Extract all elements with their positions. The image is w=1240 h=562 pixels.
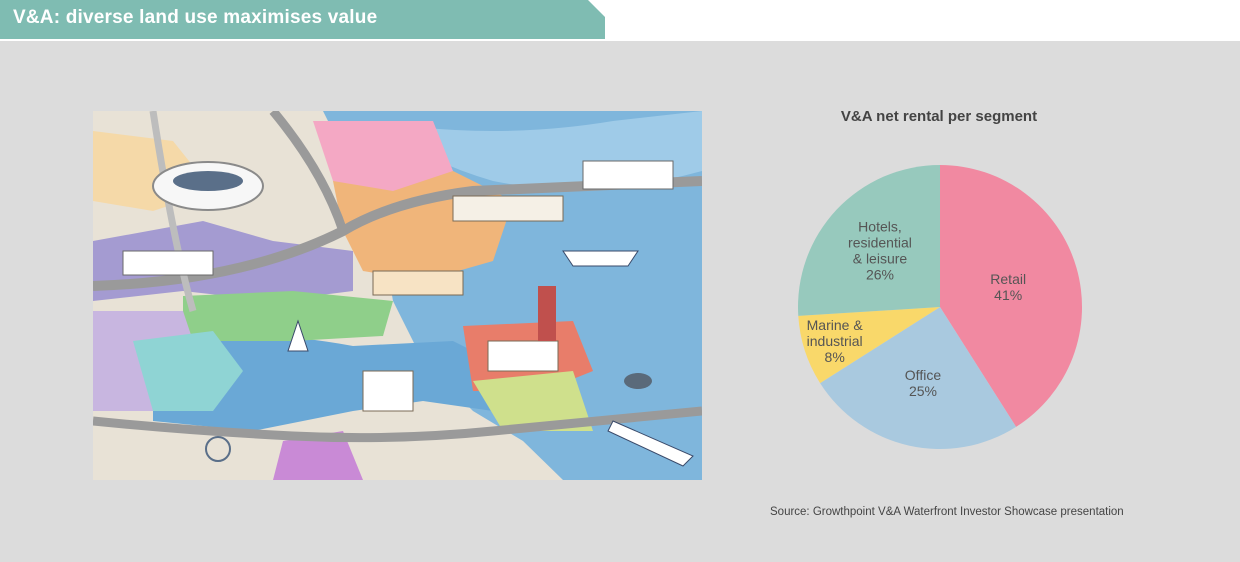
pie-slice-label-line: Marine & (807, 317, 864, 333)
pie-slice (820, 307, 1017, 449)
pie-slice-label-line: industrial (807, 333, 863, 349)
pie-slice-label-line: 26% (866, 267, 894, 283)
pie-slice (940, 165, 1082, 427)
sailboat (287, 319, 309, 352)
map-zone-magenta (273, 431, 363, 480)
map-zone-teal (133, 331, 243, 411)
seal (624, 373, 652, 389)
pie-slice-label-line: Hotels, (858, 219, 902, 235)
building-4 (487, 340, 559, 372)
pie-slice-label-line: Office (905, 367, 942, 383)
cruise-ship-2 (607, 420, 694, 467)
waterfront-map-illustration (93, 111, 702, 480)
chart-title: V&A net rental per segment (840, 108, 1038, 125)
pie-slice-label-line: & leisure (853, 251, 908, 267)
page-title: V&A: diverse land use maximises value (13, 7, 378, 28)
title-tab: V&A: diverse land use maximises value (0, 0, 605, 39)
stadium-roof-opening (173, 171, 243, 191)
pie-slice (798, 165, 940, 316)
map-svg (93, 111, 702, 480)
compass-ring (205, 436, 231, 462)
map-road-north (269, 111, 348, 233)
building-5 (362, 370, 414, 412)
cruise-ship-1 (562, 250, 639, 267)
pie-slice-label-line: 8% (825, 349, 845, 365)
pie-slice (798, 307, 940, 384)
map-zone-green (183, 291, 393, 341)
map-zone-lime (473, 371, 593, 431)
building-1 (452, 195, 564, 222)
building-6 (122, 250, 214, 276)
pie-slice-label-line: Retail (990, 271, 1026, 287)
pie-slice-label-line: 25% (909, 383, 937, 399)
map-road-main (93, 176, 702, 291)
map-road-south (93, 406, 702, 443)
map-zone-pink (313, 121, 453, 191)
building-2 (582, 160, 674, 190)
clock-tower (538, 286, 556, 341)
building-3 (372, 270, 464, 296)
source-note: Source: Growthpoint V&A Waterfront Inves… (770, 506, 1124, 518)
pie-slice-label-line: 41% (994, 287, 1022, 303)
pie-slice-label-line: residential (848, 235, 912, 251)
map-road-west (149, 111, 197, 312)
title-band: V&A: diverse land use maximises value (0, 0, 1240, 41)
map-harbour-basin (153, 334, 513, 431)
